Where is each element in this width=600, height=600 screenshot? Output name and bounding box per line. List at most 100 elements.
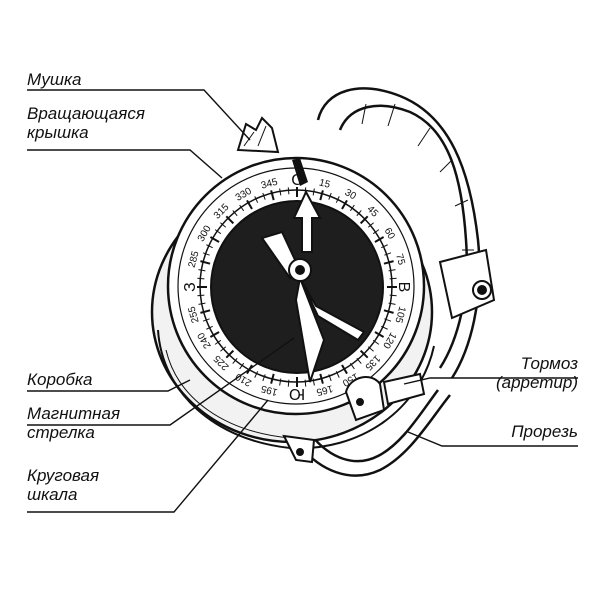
scale-tick bbox=[198, 302, 206, 305]
scale-tick bbox=[389, 277, 397, 280]
leader-lines bbox=[27, 89, 578, 513]
scale-tick bbox=[197, 277, 205, 280]
scale-tick bbox=[381, 244, 388, 249]
scale-cardinal-label: З bbox=[182, 282, 199, 292]
scale-tick bbox=[374, 331, 385, 338]
scale-tick bbox=[246, 199, 253, 210]
scale-degree-label: 165 bbox=[315, 382, 334, 397]
scale-tick bbox=[225, 349, 235, 359]
scale-tick bbox=[287, 379, 290, 387]
scale-degree-label: 345 bbox=[260, 177, 279, 192]
scale-tick bbox=[220, 222, 227, 228]
scale-tick bbox=[381, 325, 388, 330]
scale-tick bbox=[209, 236, 220, 243]
scale-tick bbox=[232, 210, 238, 217]
scale-tick bbox=[200, 260, 211, 265]
scale-tick bbox=[254, 371, 259, 378]
scale-cardinal-label: В bbox=[395, 282, 412, 293]
scale-tick bbox=[279, 188, 282, 196]
scale-tick bbox=[388, 269, 396, 272]
scale-tick bbox=[270, 373, 275, 384]
scale-tick bbox=[367, 346, 374, 352]
scale-tick bbox=[388, 302, 396, 305]
scale-tick bbox=[341, 199, 348, 210]
scale-tick bbox=[319, 190, 324, 201]
lid-slot bbox=[292, 158, 308, 186]
scale-tick bbox=[220, 346, 227, 352]
strap bbox=[299, 87, 481, 477]
scale-tick bbox=[279, 378, 282, 386]
scale-tick bbox=[262, 374, 266, 382]
scale-tick bbox=[384, 252, 392, 256]
scale-tick bbox=[202, 252, 210, 256]
scale-degree-label: 195 bbox=[260, 382, 279, 397]
scale-degree-label: 285 bbox=[187, 250, 202, 269]
scale-tick bbox=[328, 374, 332, 382]
scale-tick bbox=[214, 339, 222, 345]
scale-tick bbox=[254, 196, 259, 203]
scale-tick bbox=[374, 236, 385, 243]
label-sight: Мушка bbox=[27, 70, 82, 89]
scale-tick bbox=[335, 371, 340, 378]
scale-degree-label: 15 bbox=[318, 177, 332, 191]
scale-degree-label: 60 bbox=[382, 226, 397, 242]
label-case: Коробка bbox=[27, 370, 93, 389]
scale-tick bbox=[312, 378, 315, 386]
scale-tick bbox=[214, 229, 222, 235]
scale-tick bbox=[312, 188, 315, 196]
scale-tick bbox=[383, 260, 394, 265]
scale-degree-label: 75 bbox=[393, 253, 407, 267]
label-slot: Прорезь bbox=[511, 422, 578, 441]
scale-tick bbox=[359, 349, 369, 359]
scale-tick bbox=[225, 215, 235, 225]
sight bbox=[236, 116, 280, 154]
scale-tick bbox=[356, 357, 362, 364]
scale-tick bbox=[287, 187, 290, 195]
scale-tick bbox=[200, 309, 211, 314]
scale-tick bbox=[356, 210, 362, 217]
scale-tick bbox=[335, 196, 340, 203]
scale-cardinal-label: С bbox=[291, 172, 303, 189]
scale-tick bbox=[341, 364, 348, 375]
scale-ticks bbox=[197, 187, 397, 387]
scale-tick bbox=[319, 373, 324, 384]
scale-tick bbox=[304, 379, 307, 387]
scale-tick bbox=[372, 339, 380, 345]
scale-tick bbox=[209, 331, 220, 338]
label-brake: Тормоз(арретир) bbox=[495, 354, 578, 392]
strap-buckle bbox=[438, 248, 496, 320]
scale-cardinal-label: Ю bbox=[289, 385, 305, 402]
scale-tick bbox=[197, 294, 205, 297]
scale-tick bbox=[384, 318, 392, 322]
scale-tick bbox=[372, 229, 380, 235]
scale-degree-label: 30 bbox=[343, 187, 359, 202]
scale-tick bbox=[389, 294, 397, 297]
magnetic-needle bbox=[260, 230, 366, 383]
scale-tick bbox=[359, 215, 369, 225]
scale-tick bbox=[206, 244, 213, 249]
scale-tick bbox=[232, 357, 238, 364]
scale-tick bbox=[349, 362, 355, 370]
scale-tick bbox=[198, 269, 206, 272]
scale-tick bbox=[239, 362, 245, 370]
scale-tick bbox=[383, 309, 394, 314]
north-arrow-icon bbox=[292, 189, 322, 253]
bottom-hinge bbox=[282, 434, 316, 464]
scale-degree-label: 255 bbox=[187, 305, 202, 324]
scale-tick bbox=[270, 190, 275, 201]
scale-tick bbox=[202, 318, 210, 322]
scale-tick bbox=[349, 204, 355, 212]
scale-tick bbox=[206, 325, 213, 330]
dial-face bbox=[210, 200, 384, 374]
brake-lever bbox=[344, 372, 426, 422]
scale-degree-label: 105 bbox=[392, 305, 407, 324]
scale-tick bbox=[367, 222, 374, 228]
scale-tick bbox=[239, 204, 245, 212]
scale-tick bbox=[328, 192, 332, 200]
scale-tick bbox=[262, 192, 266, 200]
